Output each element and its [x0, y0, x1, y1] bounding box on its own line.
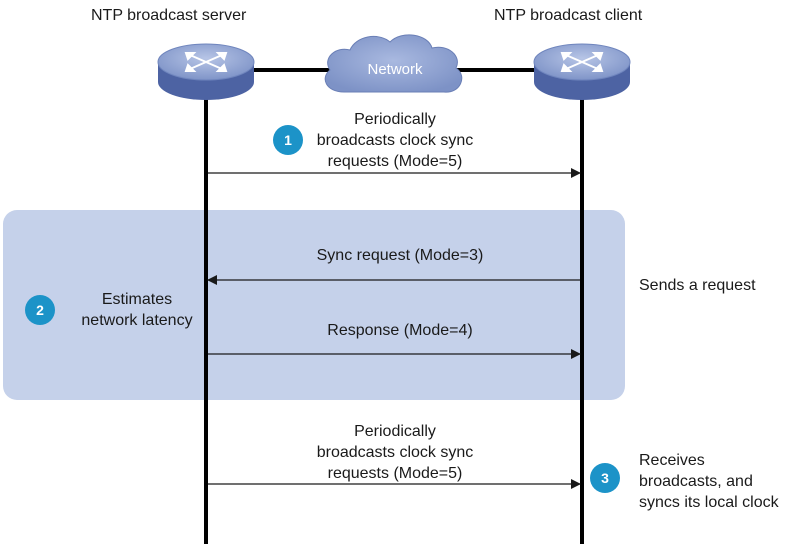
step-1-line-3: requests (Mode=5) [327, 153, 463, 170]
server-title: NTP broadcast server [91, 7, 247, 24]
step-2-line-2: network latency [81, 312, 193, 329]
step-2-line-1: Estimates [101, 291, 173, 308]
client-title: NTP broadcast client [494, 7, 643, 24]
request-response-band [3, 210, 625, 400]
network-cloud-icon [324, 34, 463, 93]
step-2-text: Estimates network latency [62, 289, 212, 331]
step-3-line-3: syncs its local clock [639, 494, 779, 511]
response-label: Response (Mode=4) [327, 322, 473, 339]
broadcast-2-line-2: broadcasts clock sync [316, 444, 474, 461]
step-3-line-1: Receives [639, 452, 705, 469]
step-1-line-1: Periodically [354, 111, 436, 128]
step-2-badge: 2 [25, 295, 55, 325]
client-router-icon [533, 43, 631, 100]
broadcast-2-text: Periodically broadcasts clock sync reque… [290, 421, 500, 484]
step-3-line-2: broadcasts, and [639, 473, 753, 490]
step-3-badge: 3 [590, 463, 620, 493]
step-3-text: Receives broadcasts, and syncs its local… [639, 450, 779, 513]
step-1-badge: 1 [273, 125, 303, 155]
sync-request-label: Sync request (Mode=3) [316, 247, 484, 264]
broadcast-2-line-1: Periodically [354, 423, 436, 440]
sends-request-label: Sends a request [639, 277, 756, 294]
network-label: Network [367, 61, 423, 78]
broadcast-2-line-3: requests (Mode=5) [327, 465, 463, 482]
server-router-icon [157, 43, 255, 100]
step-1-text: Periodically broadcasts clock sync reque… [290, 109, 500, 172]
step-1-line-2: broadcasts clock sync [316, 132, 474, 149]
